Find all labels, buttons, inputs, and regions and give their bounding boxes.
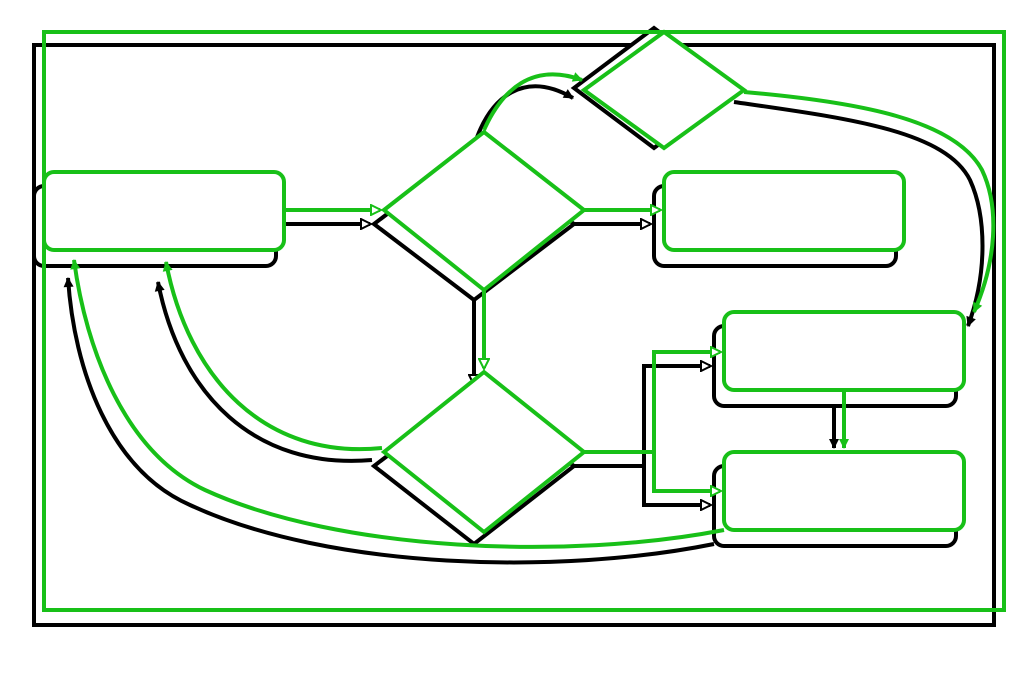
edge-bottom-to-lower-right-2-shadow [642, 466, 710, 505]
edge-bottom-to-lower-right-2 [652, 452, 720, 491]
edge-bottom-to-left-shadow [154, 281, 373, 463]
edge-center-to-top [482, 72, 583, 131]
primary-layer [42, 29, 1006, 612]
lower-right-box-1 [722, 310, 966, 392]
right-box [662, 170, 906, 252]
outer-frame [42, 30, 1006, 612]
edge-lower-right-2-to-left-shadow [63, 277, 715, 565]
edge-top-to-lower-right-1 [743, 90, 996, 313]
edge-bottom-to-lower-right-1 [584, 352, 720, 454]
outer-frame-shadow [32, 43, 996, 627]
edge-bottom-to-lower-right-1-shadow [574, 366, 710, 468]
edge-top-to-lower-right-1-shadow [733, 100, 985, 327]
top-diamond [580, 29, 748, 151]
lower-right-box-2 [722, 450, 966, 532]
edge-lower-right-2-to-left [70, 259, 725, 549]
edge-bottom-to-left [162, 261, 383, 452]
left-box [42, 170, 286, 252]
